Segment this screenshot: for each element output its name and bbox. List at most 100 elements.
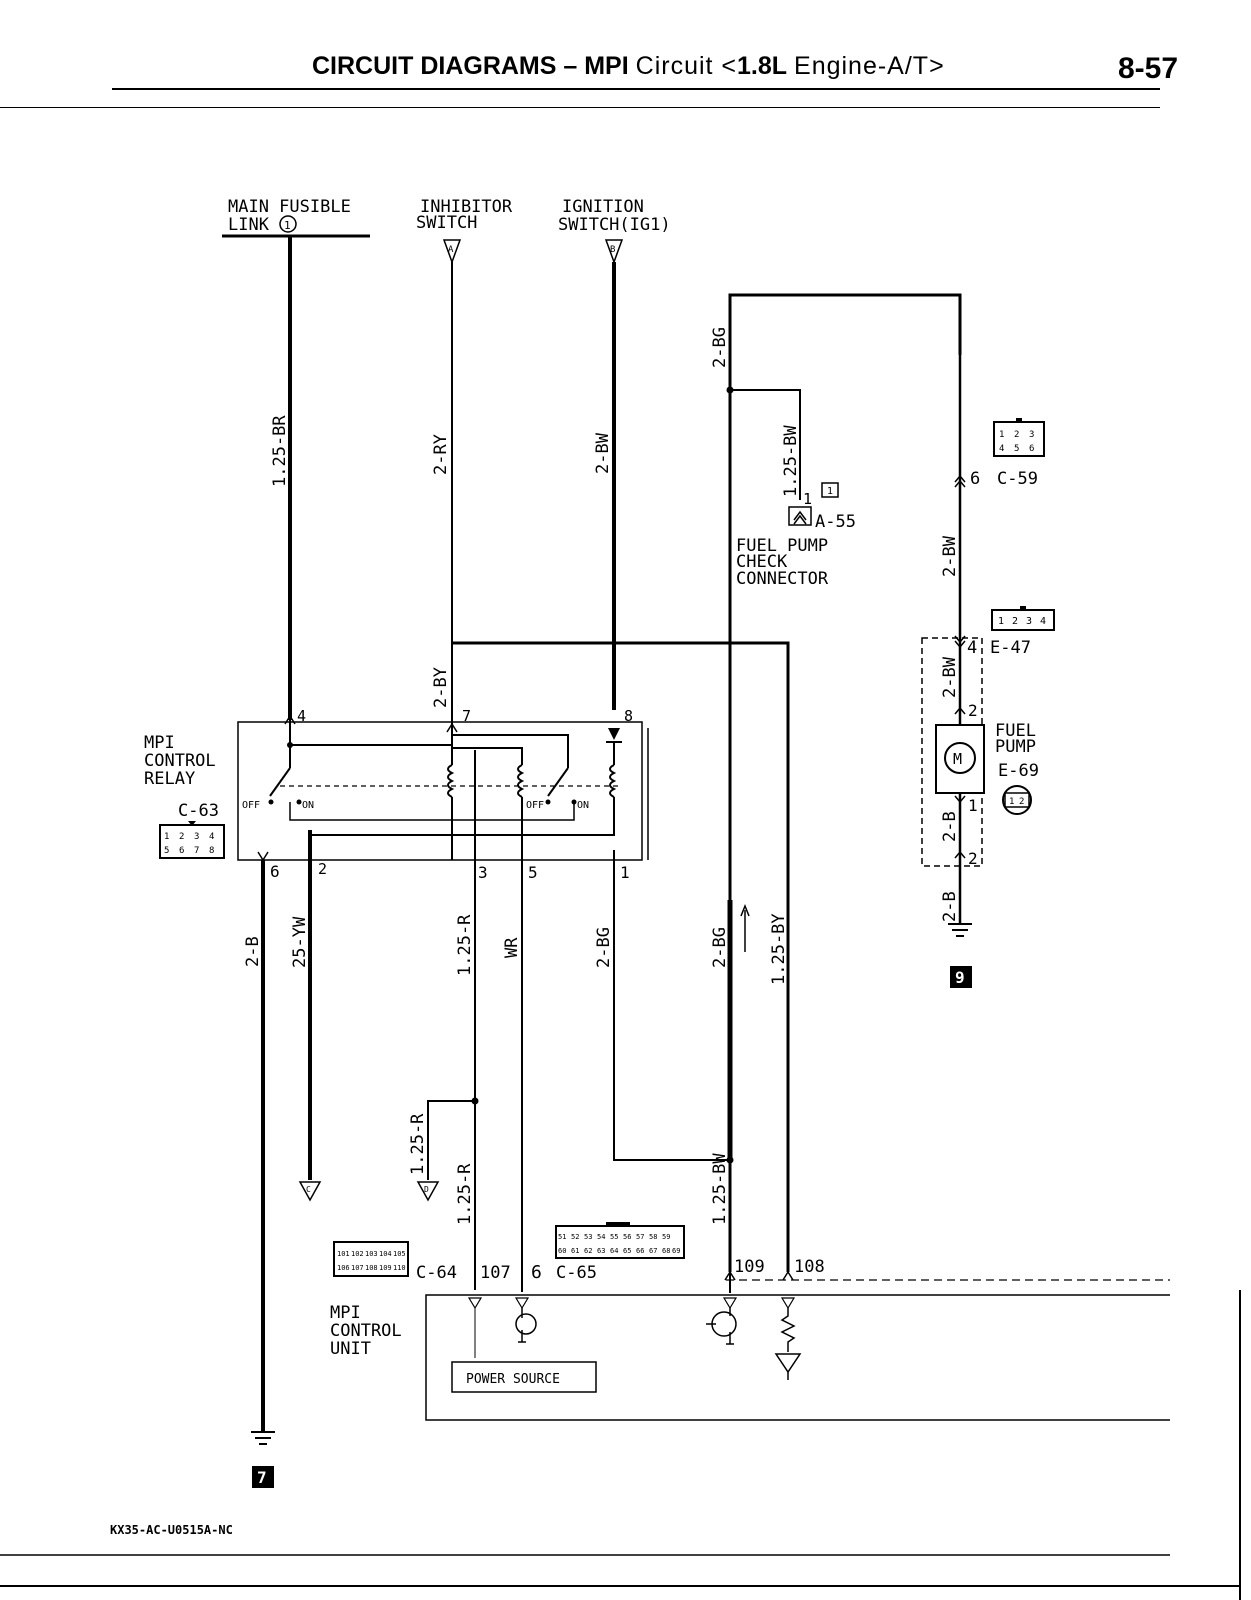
e47-pin-4: 4 (1040, 616, 1046, 627)
wire-label-125r: 1.25-R (455, 914, 475, 976)
check-connector-label-1: FUEL PUMP (736, 536, 828, 556)
e47-pin-3: 3 (1026, 616, 1032, 627)
ecu-pin109-terminal (722, 1297, 738, 1310)
e69-pin-2: 2 (1019, 797, 1024, 807)
ecu-pin107-terminal (467, 1297, 483, 1310)
relay-coil-mid (517, 764, 525, 798)
wire-2by-route (452, 641, 790, 1272)
pump-pin-top-symbol (954, 706, 966, 715)
check-connector-label-2: CHECK (736, 552, 788, 572)
c59-face (993, 418, 1045, 457)
fuel-pump-label-2: PUMP (995, 737, 1036, 757)
relay-switch-right-off (545, 799, 551, 805)
c64-pin-107: 107 (351, 1264, 364, 1272)
pin-109: 109 (734, 1257, 765, 1277)
ground-point-7-box (252, 1466, 274, 1488)
ecu-pin108-terminal (780, 1297, 796, 1310)
c65-pin-65: 65 (623, 1247, 631, 1255)
c59-pin-3: 3 (1029, 430, 1034, 440)
ecu-transistor-left (515, 1313, 537, 1335)
relay-on-left: ON (302, 800, 314, 811)
flow-arrow-head (740, 903, 750, 917)
relay-switch-left-off (268, 799, 274, 805)
a55-label: A-55 (815, 512, 856, 532)
ecu-box (425, 1294, 1170, 1421)
inhibitor-label-2: SWITCH (416, 213, 477, 233)
ground-point-7: 7 (257, 1468, 267, 1487)
relay-pin-4: 4 (297, 707, 306, 725)
ref-d-triangle (416, 1181, 440, 1202)
pin-6-c65: 6 (531, 1262, 542, 1283)
c59-pin-6: 6 (1029, 444, 1034, 454)
wire-label-125by: 1.25-BY (769, 913, 789, 985)
c63-pin-3: 3 (194, 832, 199, 842)
wire-label-125bw-check: 1.25-BW (781, 425, 801, 497)
wire-label-125bw-lower: 1.25-BW (710, 1153, 730, 1225)
ignition-ref-triangle (604, 239, 624, 265)
inhibitor-ref: A (448, 245, 454, 255)
c59-pin-5: 5 (1014, 444, 1019, 454)
a55-pin: 1 (803, 490, 812, 508)
c63-pin-2: 2 (179, 832, 184, 842)
pin-109-symbol (724, 1270, 736, 1281)
relay-pin-2: 2 (318, 860, 327, 878)
c65-pin-51: 51 (558, 1233, 566, 1241)
c64-pin-108: 108 (365, 1264, 378, 1272)
e47-label: E-47 (990, 638, 1031, 658)
c63-key (188, 821, 196, 826)
junction-check (726, 386, 734, 394)
c63-pin-1: 1 (164, 832, 169, 842)
wire-125bw-check (730, 389, 801, 500)
c65-pin-54: 54 (597, 1233, 605, 1241)
c63-pin-4: 4 (209, 832, 214, 842)
relay-label-1: MPI (144, 733, 175, 753)
check-connector-label-3: CONNECTOR (736, 569, 829, 589)
c64-pin-101: 101 (337, 1250, 350, 1258)
wire-label-2ry: 2-RY (431, 434, 451, 475)
c64-pin-105: 105 (393, 1250, 406, 1258)
wire-label-125br: 1.25-BR (270, 415, 290, 487)
relay-pin4-symbol (284, 714, 296, 725)
c64-pin-109: 109 (379, 1264, 392, 1272)
relay-pin-7: 7 (462, 707, 471, 725)
ecu-label-1: MPI (330, 1303, 361, 1323)
relay-coil-right-return (310, 797, 615, 836)
ground-symbol-left (251, 1431, 275, 1445)
a55-face (821, 482, 839, 498)
c63-pin-5: 5 (164, 846, 169, 856)
wire-2bg-mid (613, 850, 730, 1161)
fusible-link-circle (279, 215, 297, 233)
c65-pin-67: 67 (649, 1247, 657, 1255)
wire-label-2b-bottom-right: 2-B (940, 891, 960, 922)
c65-pin-58: 58 (649, 1233, 657, 1241)
ignition-label-1: IGNITION (562, 197, 644, 217)
a55-pin-symbol (793, 510, 807, 525)
ground-pin: 2 (968, 849, 978, 868)
c65-pin-55: 55 (610, 1233, 618, 1241)
c65-pin-68: 68 (662, 1247, 670, 1255)
c63-pin-6: 6 (179, 846, 184, 856)
c65-pin-62: 62 (584, 1247, 592, 1255)
power-source-box (451, 1361, 597, 1393)
relay-pin-8: 8 (624, 707, 633, 725)
relay-switch-right-feed (452, 734, 569, 768)
wire-label-2bg-mid: 2-BG (594, 927, 614, 968)
title-displacement: 1.8L (737, 52, 788, 80)
relay-diode (608, 728, 620, 740)
ref-d: D (424, 1185, 429, 1194)
title-suffix: Engine-A/T> (794, 52, 945, 80)
wire-label-2bw-top: 2-BW (593, 432, 613, 474)
e47-pin: 4 (967, 638, 977, 658)
c64-label: C-64 (416, 1263, 457, 1283)
c59-pin-2: 2 (1014, 430, 1019, 440)
wire-label-2bw-right: 2-BW (940, 535, 960, 577)
c65-pin-53: 53 (584, 1233, 592, 1241)
relay-box (237, 721, 643, 861)
title-prefix: CIRCUIT DIAGRAMS – MPI (312, 52, 629, 80)
page-header: CIRCUIT DIAGRAMS – MPI Circuit <1.8L Eng… (0, 0, 1251, 120)
c64-pin-103: 103 (365, 1250, 378, 1258)
c65-pin-63: 63 (597, 1247, 605, 1255)
wire-2bg-top (728, 293, 962, 1272)
c63-label: C-63 (178, 801, 219, 821)
